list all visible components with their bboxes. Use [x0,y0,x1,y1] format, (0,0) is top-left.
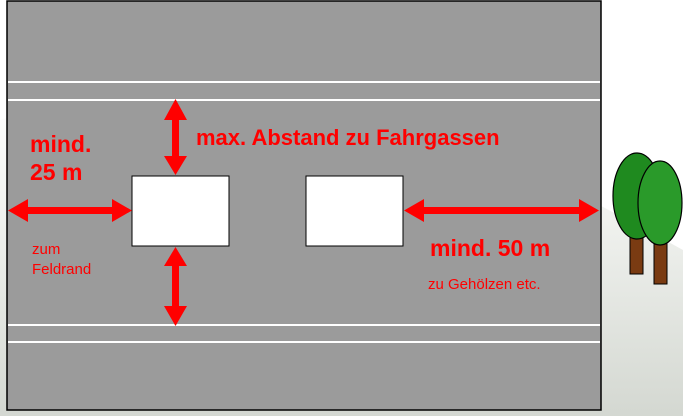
field-area [6,0,602,411]
arrow-tramline-top [164,99,187,175]
field-edge-note-line2: Feldrand [32,261,92,278]
min-woody-distance-label: mind. 50 m [430,235,551,261]
arrow-field-edge [8,199,132,222]
tramline-bottom [8,324,600,343]
min-field-edge-label-line2: 25 m [30,159,83,185]
woody-note-label: zu Gehölzen etc. [428,276,541,293]
arrow-woody-plants [404,199,599,222]
max-tramline-distance-label: max. Abstand zu Fahrgassen [196,125,500,150]
tree-icon [637,160,683,285]
tramline-top [8,81,600,101]
plot-right [305,175,404,247]
arrow-tramline-bottom [164,247,187,326]
min-field-edge-label-line1: mind. [30,131,92,157]
field-edge-note-line1: zum [32,241,61,258]
plot-left [131,175,230,247]
